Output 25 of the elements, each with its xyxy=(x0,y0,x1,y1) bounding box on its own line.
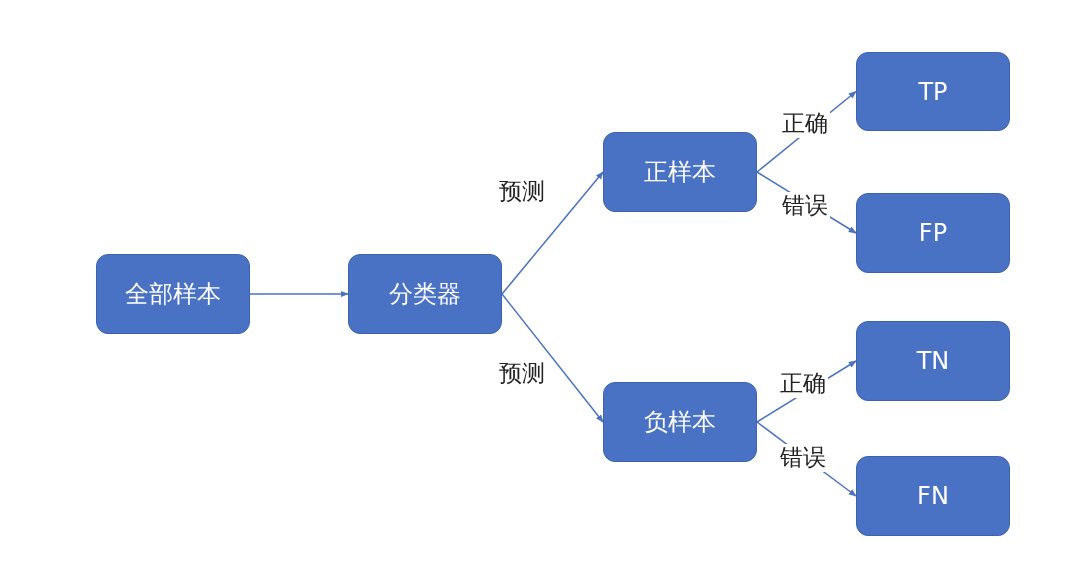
node-label: TP xyxy=(918,77,948,106)
node-label: 分类器 xyxy=(389,279,461,310)
edge-label: 正确 xyxy=(778,370,828,398)
node-label: FN xyxy=(917,482,949,510)
node-label: FP xyxy=(918,219,948,247)
process-box xyxy=(856,193,1010,273)
edge-label: 预测 xyxy=(497,360,547,388)
edge-label: 正确 xyxy=(780,110,830,138)
node-label: 正样本 xyxy=(644,157,716,188)
arrow xyxy=(501,171,604,295)
edge-label: 错误 xyxy=(778,444,828,472)
process-box xyxy=(856,321,1010,401)
process-box xyxy=(856,52,1010,131)
edge-label: 错误 xyxy=(780,192,830,220)
node-label: 负样本 xyxy=(644,407,716,438)
process-box xyxy=(348,254,502,334)
arrow xyxy=(249,290,349,298)
process-box xyxy=(603,382,757,462)
arrow xyxy=(501,293,604,423)
process-box xyxy=(96,254,250,334)
node-label: 全部样本 xyxy=(125,279,221,310)
process-box xyxy=(856,456,1010,536)
edge-label: 预测 xyxy=(497,178,547,206)
node-label: TN xyxy=(916,347,950,375)
process-box xyxy=(603,132,757,212)
